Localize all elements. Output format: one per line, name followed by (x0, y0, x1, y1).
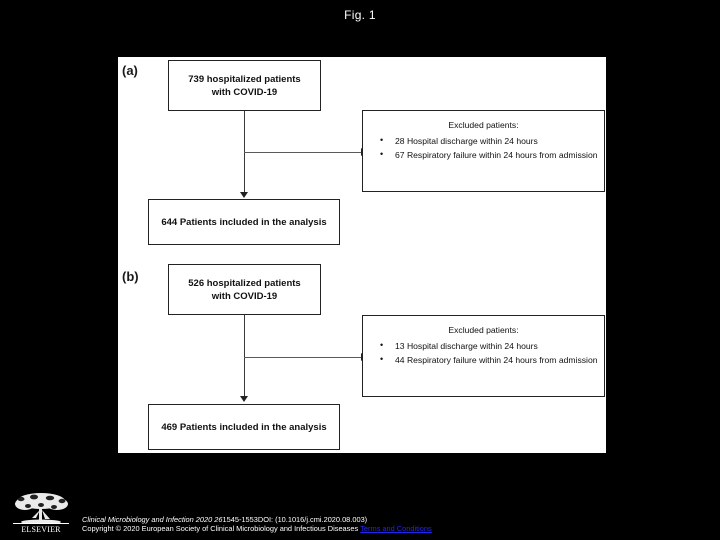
footer-doi: 1545-1553DOI: (10.1016/j.cmi.2020.08.003… (222, 515, 368, 524)
figure-image-panel: (a) 739 hospitalized patients with COVID… (118, 57, 606, 453)
footer: Clinical Microbiology and Infection 2020… (82, 515, 682, 534)
panel-b-source-box: 526 hospitalized patients with COVID-19 (168, 264, 321, 315)
elsevier-logo: ELSEVIER (12, 492, 70, 536)
panel-b-vertical-connector (244, 315, 246, 397)
panel-b-source-line1: 526 hospitalized patients (188, 277, 301, 289)
panel-a-excluded-item: 67 Respiratory failure within 24 hours f… (369, 148, 598, 163)
panel-a-excluded-box: Excluded patients: 28 Hospital discharge… (362, 110, 605, 192)
panel-a-branch-connector (244, 152, 362, 154)
panel-b-excluded-item: 13 Hospital discharge within 24 hours (369, 339, 598, 354)
panel-b-included-text: 469 Patients included in the analysis (161, 421, 327, 433)
panel-b-branch-connector (244, 357, 362, 359)
panel-b-label: (b) (122, 269, 139, 284)
footer-journal-citation: Clinical Microbiology and Infection 2020… (82, 515, 223, 524)
terms-and-conditions-link[interactable]: Terms and Conditions (360, 523, 432, 533)
panel-a-label: (a) (122, 63, 138, 78)
panel-a-source-line1: 739 hospitalized patients (188, 73, 301, 85)
footer-citation-line: Clinical Microbiology and Infection 2020… (82, 515, 682, 525)
panel-a-included-text: 644 Patients included in the analysis (161, 216, 327, 228)
panel-b-included-box: 469 Patients included in the analysis (148, 404, 340, 450)
panel-a-excluded-list: 28 Hospital discharge within 24 hours 67… (369, 134, 598, 163)
panel-b-source-line2: with COVID-19 (211, 290, 278, 302)
slide-title: Fig. 1 (344, 8, 376, 22)
panel-a-excluded-title: Excluded patients: (448, 120, 519, 130)
footer-copyright-line: Copyright © 2020 European Society of Cli… (82, 523, 682, 534)
elsevier-wordmark: ELSEVIER (21, 525, 61, 534)
elsevier-tree-icon (12, 492, 70, 524)
panel-b-excluded-list: 13 Hospital discharge within 24 hours 44… (369, 339, 598, 368)
panel-a-source-box: 739 hospitalized patients with COVID-19 (168, 60, 321, 111)
logo-divider (13, 523, 69, 524)
panel-b-excluded-title: Excluded patients: (448, 325, 519, 335)
panel-a-source-line2: with COVID-19 (211, 86, 278, 98)
panel-b-excluded-item: 44 Respiratory failure within 24 hours f… (369, 353, 598, 368)
panel-a-included-box: 644 Patients included in the analysis (148, 199, 340, 245)
panel-a-excluded-item: 28 Hospital discharge within 24 hours (369, 134, 598, 149)
panel-b-excluded-box: Excluded patients: 13 Hospital discharge… (362, 315, 605, 397)
footer-copyright: Copyright © 2020 European Society of Cli… (82, 523, 361, 533)
panel-b-down-arrowhead (240, 396, 248, 402)
panel-a-down-arrowhead (240, 192, 248, 198)
